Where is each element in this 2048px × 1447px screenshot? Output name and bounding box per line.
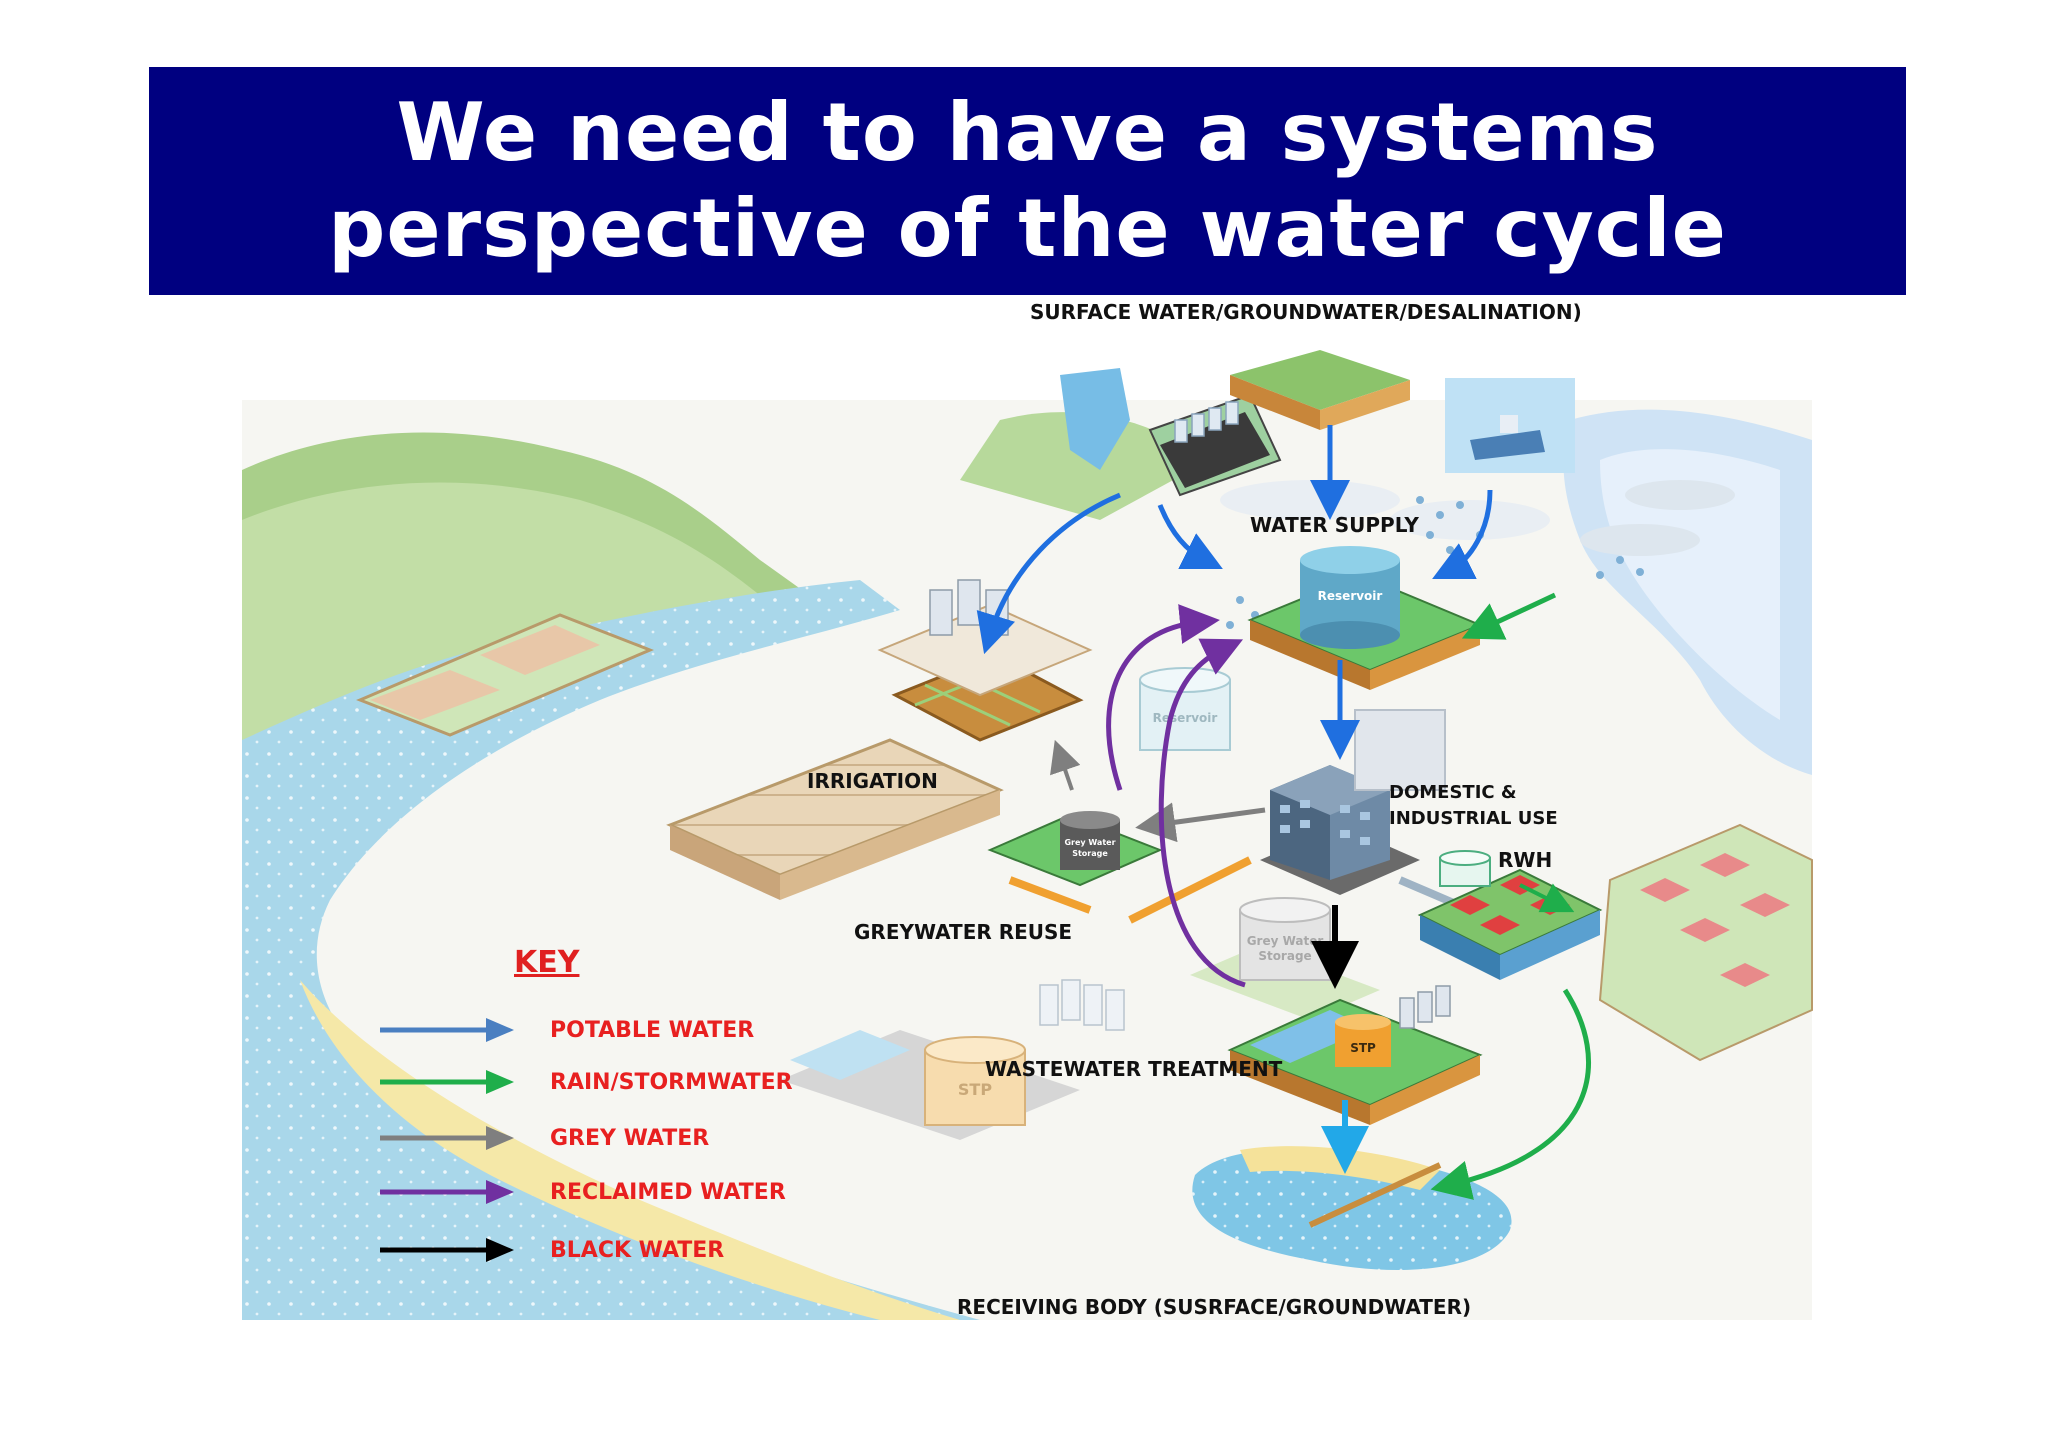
key-arrow-reclaimed-icon bbox=[380, 1180, 514, 1204]
key-item-grey: GREY WATER bbox=[380, 1118, 840, 1158]
label-rwh: RWH bbox=[1498, 848, 1553, 872]
key-label-potable: POTABLE WATER bbox=[550, 1017, 755, 1043]
stp-main-label: STP bbox=[1350, 1041, 1376, 1055]
arrow-potable-dam-to-reservoir bbox=[1157, 504, 1223, 569]
reservoir-faded-label: Reservoir bbox=[1153, 711, 1218, 725]
title-line-1: We need to have a systems bbox=[396, 86, 1659, 179]
arrow-rain-to-reservoir bbox=[1461, 592, 1557, 640]
arrow-potable-desalination bbox=[1432, 489, 1493, 579]
label-greywater-reuse: GREYWATER REUSE bbox=[854, 920, 1073, 944]
grey-storage-2-label-b: Storage bbox=[1258, 949, 1311, 963]
farm-plots bbox=[356, 613, 1084, 900]
label-irrigation: IRRIGATION bbox=[807, 769, 938, 793]
title-banner: We need to have a systems perspective of… bbox=[149, 67, 1906, 295]
title-line-2: perspective of the water cycle bbox=[328, 182, 1727, 275]
label-domestic-line-2: INDUSTRIAL USE bbox=[1389, 808, 1558, 829]
key-label-reclaimed: RECLAIMED WATER bbox=[550, 1179, 786, 1205]
key-title: KEY bbox=[514, 945, 580, 980]
key-label-grey: GREY WATER bbox=[550, 1125, 710, 1151]
label-wastewater-treatment: WASTEWATER TREATMENT bbox=[985, 1057, 1283, 1081]
label-water-supply: WATER SUPPLY bbox=[1250, 513, 1419, 537]
rainwater-harvesting-houses bbox=[1417, 823, 1813, 1062]
key-item-black: BLACK WATER bbox=[380, 1230, 840, 1270]
grey-storage-2-label: Grey Water bbox=[1247, 934, 1324, 948]
grey-storage-1-label-b: Storage bbox=[1072, 849, 1108, 858]
reservoir-main-label: Reservoir bbox=[1318, 589, 1383, 603]
label-receiving-body: RECEIVING BODY (SUSRFACE/GROUNDWATER) bbox=[957, 1295, 1472, 1319]
arrow-grey-to-irrigation bbox=[1050, 739, 1081, 791]
key-arrow-grey-icon bbox=[380, 1126, 514, 1150]
wastewater-treatment-plant: STP STP bbox=[780, 979, 1483, 1140]
key-arrow-potable-icon bbox=[380, 1018, 514, 1042]
key-item-potable: POTABLE WATER bbox=[380, 1010, 840, 1050]
key-item-rain: RAIN/STORMWATER bbox=[380, 1062, 840, 1102]
flow-arrows bbox=[976, 425, 1591, 1200]
arrow-grey-to-storage bbox=[1135, 802, 1266, 843]
arrow-rain-to-receiving-body bbox=[1430, 988, 1591, 1200]
grey-storage-1-label: Grey Water bbox=[1064, 838, 1115, 847]
key-arrow-black-icon bbox=[380, 1238, 514, 1262]
key-label-rain: RAIN/STORMWATER bbox=[550, 1069, 793, 1095]
key-arrow-rain-icon bbox=[380, 1070, 514, 1094]
label-water-sources: SURFACE WATER/GROUNDWATER/DESALINATION) bbox=[1030, 300, 1582, 324]
key-item-reclaimed: RECLAIMED WATER bbox=[380, 1172, 840, 1212]
key-label-black: BLACK WATER bbox=[550, 1237, 725, 1263]
arrow-potable-to-irrigation bbox=[976, 492, 1121, 655]
stp-faded-label: STP bbox=[958, 1080, 992, 1099]
label-domestic-line-1: DOMESTIC & bbox=[1389, 782, 1517, 803]
arrow-rain-to-rwh bbox=[1519, 883, 1575, 913]
arrow-reclaimed-to-reservoir-1 bbox=[1106, 604, 1220, 791]
arrow-reclaimed-to-reservoir-2 bbox=[1158, 638, 1246, 988]
